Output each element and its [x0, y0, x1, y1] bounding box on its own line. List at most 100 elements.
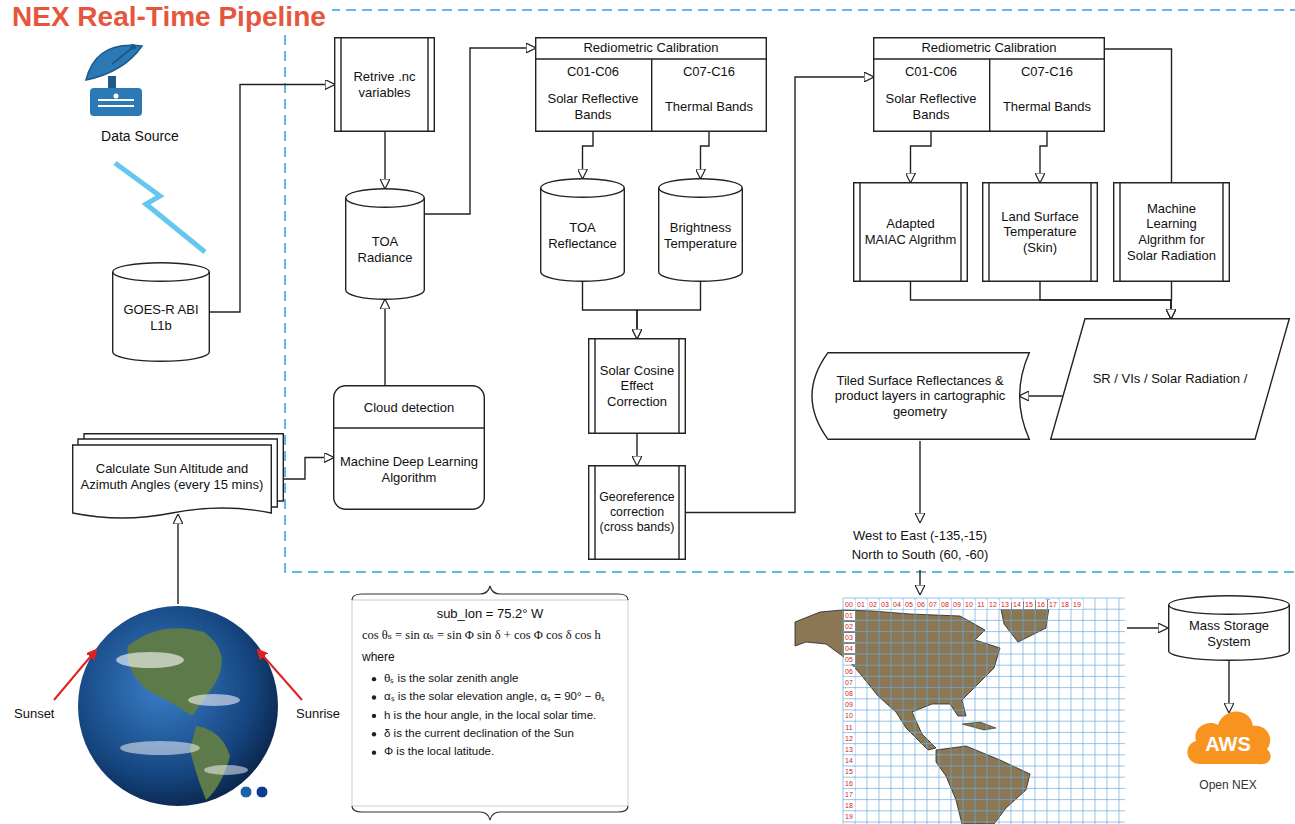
shape-outline	[73, 445, 272, 518]
tile-column-number: 00	[844, 600, 855, 609]
tile-map	[936, 746, 1030, 824]
shape-outline	[346, 189, 425, 300]
flow-connector	[911, 132, 932, 182]
tile-column-number: 11	[976, 600, 987, 609]
data-store: Brightness Temperature	[658, 178, 743, 282]
text-slot: Thermal Bands	[992, 84, 1102, 129]
satellite-dish-icon	[98, 100, 134, 106]
extent-label: West to East (-135,-15)	[838, 528, 1002, 544]
node-label: Land Surface Temperature (Skin)	[993, 209, 1087, 256]
shape-outline	[989, 183, 1091, 282]
satellite-dish-icon	[130, 44, 136, 50]
band-cell: C07-C16Thermal Bands	[989, 59, 1105, 132]
shape-outline	[1051, 319, 1290, 440]
earth-image	[78, 606, 278, 806]
calibration-box: Rediometric CalibrationC01-C06Solar Refl…	[873, 37, 1105, 132]
shape-outline	[536, 38, 767, 132]
formula-panel	[352, 600, 628, 806]
grid-line	[843, 788, 1125, 789]
tile-column-number: 19	[1072, 600, 1083, 609]
source-label: Data Source	[80, 128, 200, 146]
signal-bolt	[115, 163, 205, 252]
extent-label: North to South (60, -60)	[838, 547, 1002, 563]
earth-image	[204, 765, 248, 775]
text-slot: Georeference correction (cross bands)	[599, 469, 675, 556]
tile-row-number: 11	[844, 723, 855, 732]
tile-column-number: 14	[1012, 600, 1023, 609]
shape-outline	[651, 59, 652, 132]
node-body-text: Open NEX	[1199, 778, 1256, 792]
formula-text: sub_lon = 75.2° W	[352, 606, 628, 622]
earth-image	[190, 726, 230, 800]
node-label: Machine Learning Algrithm for Solar Radi…	[1124, 201, 1219, 263]
bullet-dot	[372, 714, 376, 718]
data-store: Mass Storage System	[1168, 595, 1290, 661]
text-slot: Rediometric Calibration	[537, 38, 765, 58]
tile-row-number: 02	[844, 622, 855, 631]
output-parallelogram: SR / VIs / Solar Radiation /	[1050, 318, 1290, 440]
shape-outline	[113, 263, 210, 362]
text-slot: SR / VIs / Solar Radiation /	[1074, 358, 1266, 400]
grid-line	[843, 743, 1125, 744]
grid-line	[843, 665, 1125, 666]
grid-line	[843, 654, 1125, 655]
grid-line	[843, 642, 1125, 643]
satellite-dish-icon	[86, 44, 142, 116]
node-body-text: Solar Reflective Bands	[876, 91, 986, 122]
text-slot: Machine Deep Learning Algorithm	[339, 435, 479, 505]
node-label: Georeference correction (cross bands)	[599, 490, 675, 534]
tile-row-number: 14	[844, 756, 855, 765]
document-stack: Calculate Sun Altitude and Azimuth Angle…	[72, 433, 284, 521]
text-slot: Tiled Surface Reflectances & product lay…	[828, 358, 1012, 434]
flow-connector	[1040, 282, 1171, 318]
sunrise-pointer	[258, 650, 302, 700]
grid-line	[843, 822, 1125, 823]
shape-outline	[113, 272, 210, 281]
text-slot: GOES-R ABI L1b	[115, 282, 207, 354]
tile-column-number: 04	[892, 600, 903, 609]
diagram-title: NEX Real-Time Pipeline	[6, 0, 332, 34]
process-box: Solar Cosine Effect Correction	[588, 338, 686, 434]
shape-outline	[1120, 183, 1223, 282]
node-body-text: Solar Reflective Bands	[538, 91, 648, 122]
shape-outline	[860, 183, 961, 282]
brace	[352, 806, 628, 820]
text-slot: Land Surface Temperature (Skin)	[993, 186, 1087, 278]
tile-column-number: 02	[868, 600, 879, 609]
text-slot: Open NEX	[1182, 776, 1274, 794]
formula-bullet: Φ is the local latitude.	[384, 744, 620, 758]
tile-column-number: 07	[928, 600, 939, 609]
grid-line	[843, 810, 1125, 811]
earth-image	[256, 786, 268, 798]
tile-column-number: 05	[904, 600, 915, 609]
node-label: Retrive .nc variables	[345, 69, 424, 100]
shape-outline	[541, 179, 625, 282]
earth-image	[78, 606, 278, 806]
shape-outline	[812, 353, 1029, 440]
tile-row-number: 16	[844, 779, 855, 788]
tile-map	[795, 610, 1000, 750]
flow-connector	[210, 85, 334, 313]
shape-outline	[595, 339, 679, 434]
pipeline-boundary	[285, 10, 1295, 572]
tile-column-number: 16	[1036, 600, 1047, 609]
text-slot: AWS	[1182, 728, 1274, 760]
grid-line	[843, 676, 1125, 677]
tile-row-number: 08	[844, 689, 855, 698]
flow-connector	[701, 132, 710, 178]
tile-column-number: 13	[1000, 600, 1011, 609]
node-label: C01-C06	[905, 64, 957, 80]
process-box: Adapted MAIAC Algrithm	[853, 182, 968, 282]
bullet-dot	[372, 677, 376, 755]
text-slot: Adapted MAIAC Algrithm	[864, 186, 957, 278]
tile-row-number: 01	[844, 611, 855, 620]
tile-column-number: 08	[940, 600, 951, 609]
earth-image	[116, 652, 184, 668]
node-label: GOES-R ABI L1b	[115, 302, 207, 333]
node-label: Cloud detection	[364, 400, 454, 416]
bullet-dot	[372, 695, 376, 699]
node-label: TOA Radiance	[348, 234, 422, 265]
node-label: C07-C16	[683, 64, 735, 80]
flow-arrow	[177, 515, 178, 604]
flow-connector	[1105, 49, 1172, 182]
